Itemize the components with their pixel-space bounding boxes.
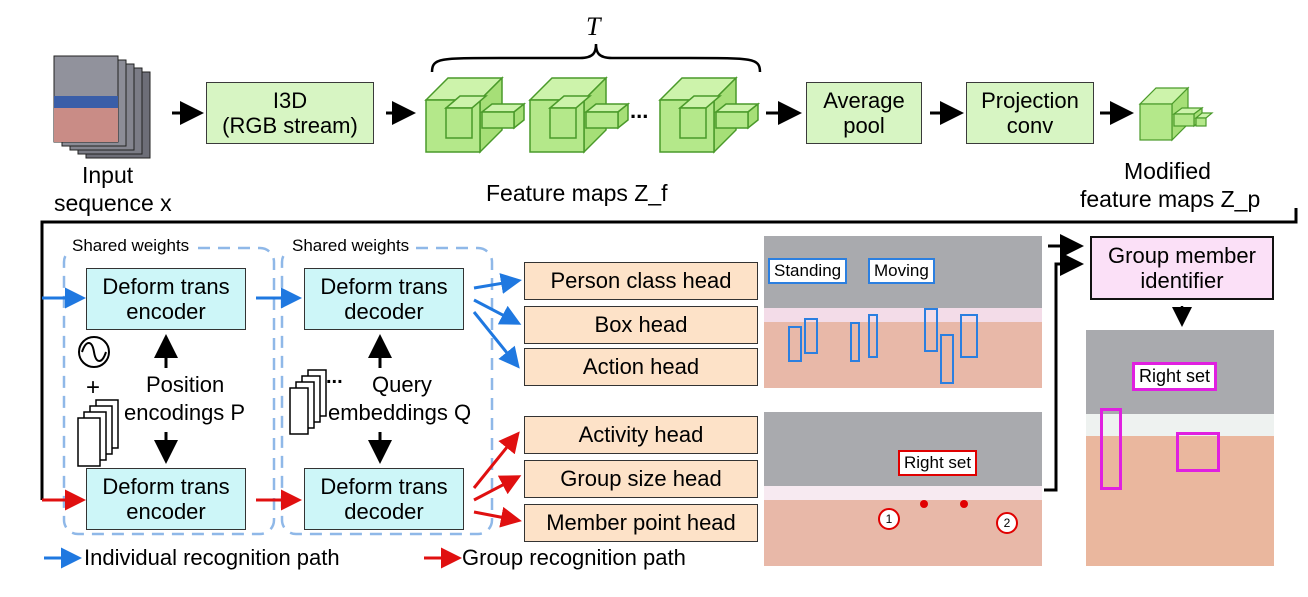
feature-map-block-2 <box>528 76 631 154</box>
gmi-label-1: Group member <box>1108 242 1256 268</box>
connector-group-to-gmi <box>1044 252 1084 492</box>
person-class-head-label: Person class head <box>550 268 732 294</box>
i3d-label-1: I3D <box>272 87 308 113</box>
sinusoid-icon <box>78 336 110 368</box>
group-size-head: Group size head <box>524 460 758 498</box>
moving-tag: Moving <box>868 258 935 284</box>
decoder-top-label-1: Deform trans <box>320 273 448 299</box>
blue-arrow-to-box-head <box>473 298 522 325</box>
decoder-bottom-label-2: decoder <box>344 499 424 524</box>
input-label-1: Input <box>82 162 134 188</box>
member-point-head-label: Member point head <box>546 510 736 536</box>
encoder-bottom-label-2: encoder <box>126 499 206 524</box>
red-arrow-to-activity-head <box>472 431 520 489</box>
activity-head-label: Activity head <box>578 422 704 448</box>
person-box <box>960 314 978 358</box>
person-box <box>924 308 938 352</box>
input-frames-icon <box>53 55 151 159</box>
member-point-head: Member point head <box>524 504 758 542</box>
court-area <box>764 500 1042 566</box>
person-box <box>868 314 878 358</box>
modified-label-1: Modified <box>1124 158 1211 184</box>
person-class-head: Person class head <box>524 262 758 300</box>
feature-maps-label: Feature maps Z_f <box>486 180 668 206</box>
query-dots: ... <box>326 366 343 388</box>
encoder-top-box: Deform trans encoder <box>86 268 246 330</box>
ad-banner <box>764 308 1042 322</box>
decoder-top-label-2: decoder <box>344 299 424 324</box>
i3d-box: I3D (RGB stream) <box>206 82 374 144</box>
box-head-label: Box head <box>594 312 688 338</box>
ellipsis-label: ... <box>630 98 649 123</box>
person-box <box>788 326 802 362</box>
group-member-identifier-box: Group member identifier <box>1090 236 1274 300</box>
modified-label-2: feature maps Z_p <box>1080 186 1261 212</box>
shared-weights-label-2: Shared weights <box>288 236 414 256</box>
decoder-top-box: Deform trans decoder <box>304 268 464 330</box>
standing-tag: Standing <box>768 258 848 284</box>
input-label-2: sequence x <box>54 190 172 216</box>
right-set-tag-magenta: Right set <box>1132 362 1218 391</box>
average-pool-box: Average pool <box>806 82 922 144</box>
action-head: Action head <box>524 348 758 386</box>
average-pool-label-2: pool <box>843 113 885 138</box>
i3d-label-2: (RGB stream) <box>222 113 358 138</box>
gmi-label-2: identifier <box>1140 268 1224 293</box>
time-brace <box>430 43 762 73</box>
feature-map-block-1 <box>424 76 527 154</box>
projection-conv-label-1: Projection <box>981 87 1079 113</box>
feature-map-block-3 <box>658 76 761 154</box>
action-head-label: Action head <box>582 354 700 380</box>
query-label-1: Query <box>372 372 432 397</box>
member-box-2 <box>1176 432 1220 472</box>
decoder-bottom-label-1: Deform trans <box>320 473 448 499</box>
individual-result-image: Standing Moving <box>764 236 1042 388</box>
group-result-image: Right set 1 2 <box>764 412 1042 566</box>
legend-group-label: Group recognition path <box>462 545 686 570</box>
red-arrow-to-member-point-head <box>473 506 522 528</box>
member-box-1 <box>1100 408 1122 490</box>
ad-banner <box>764 486 1042 500</box>
projection-conv-box: Projection conv <box>966 82 1094 144</box>
encoder-bottom-label-1: Deform trans <box>102 473 230 499</box>
activity-head: Activity head <box>524 416 758 454</box>
query-embedding-stack-icon <box>289 369 327 435</box>
court-area <box>764 322 1042 388</box>
box-head: Box head <box>524 306 758 344</box>
position-label-2: encodings P <box>124 400 246 425</box>
person-box <box>940 334 954 384</box>
position-embedding-stack-icon <box>77 399 119 467</box>
legend-individual-label: Individual recognition path <box>84 545 340 570</box>
group-member-result-image: Right set <box>1086 330 1274 566</box>
blue-arrow-to-person-head <box>473 273 522 294</box>
modified-feature-map-block <box>1138 86 1214 142</box>
encoder-top-label-1: Deform trans <box>102 273 230 299</box>
right-set-tag-red: Right set <box>898 450 978 476</box>
feedback-connector <box>40 208 1298 500</box>
T-label: T <box>586 12 601 41</box>
average-pool-label-1: Average <box>823 87 905 113</box>
position-label-1: Position <box>146 372 225 397</box>
group-size-head-label: Group size head <box>560 466 722 492</box>
decoder-bottom-box: Deform trans decoder <box>304 468 464 530</box>
member-dot-2 <box>960 500 968 508</box>
query-label-2: embeddings Q <box>328 400 472 425</box>
encoder-top-label-2: encoder <box>126 299 206 324</box>
encoder-bottom-box: Deform trans encoder <box>86 468 246 530</box>
member-dot-1 <box>920 500 928 508</box>
red-arrow-to-group-size-head <box>473 475 522 502</box>
member-point-1: 1 <box>878 508 900 530</box>
person-box <box>850 322 860 362</box>
ad-banner <box>1086 414 1274 436</box>
court-area <box>1086 436 1274 566</box>
plus-sign: + <box>86 374 101 401</box>
blue-arrow-to-action-head <box>472 311 520 369</box>
person-box <box>804 318 818 354</box>
projection-conv-label-2: conv <box>1006 113 1054 138</box>
member-point-2: 2 <box>996 512 1018 534</box>
shared-weights-label-1: Shared weights <box>68 236 194 256</box>
